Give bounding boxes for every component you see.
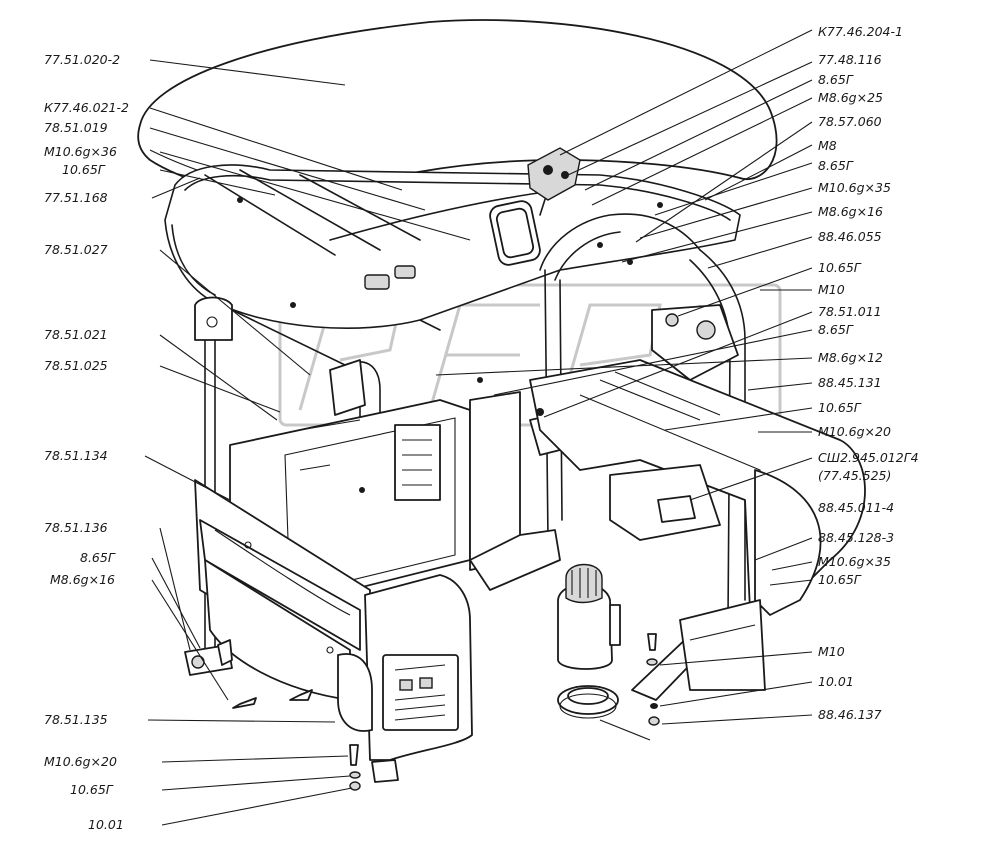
label-10-65g-c: 10.65Г: [818, 400, 862, 415]
label-77-45-525: (77.45.525): [818, 468, 891, 483]
right-side-wall: [529, 359, 866, 616]
leader-lines: [144, 29, 813, 826]
label-77-51-168: 77.51.168: [44, 190, 108, 205]
label-77-48-116: 77.48.116: [818, 52, 882, 67]
label-m10-6g-20-a: М10.6g×20: [818, 424, 891, 439]
label-78-51-021: 78.51.021: [44, 327, 108, 342]
label-10-65g-b: 10.65Г: [818, 260, 862, 275]
label-m10-b: М10: [818, 644, 845, 659]
flask-holder-ring: [557, 685, 619, 719]
label-78-51-027: 78.51.027: [44, 242, 108, 257]
label-88-46-137: 88.46.137: [818, 707, 882, 722]
label-m8-6g-16-b: М8.6g×16: [50, 572, 115, 587]
front-lower-panel: [337, 574, 473, 783]
label-m8-6g-25: М8.6g×25: [818, 90, 883, 105]
thermos-flask: [557, 563, 621, 670]
label-k77-46-204-1: К77.46.204-1: [818, 24, 903, 39]
label-78-51-135: 78.51.135: [44, 712, 108, 727]
rear-view-mirror: [489, 147, 581, 266]
label-78-57-060: 78.57.060: [818, 114, 882, 129]
label-78-51-134: 78.51.134: [44, 448, 108, 463]
label-m8-6g-12: М8.6g×12: [818, 350, 883, 365]
label-10-65g-e: 10.65Г: [70, 782, 114, 797]
cab-front-frame: [194, 213, 746, 671]
label-m10-6g-20-b: М10.6g×20: [44, 754, 117, 769]
left-door-panels: [194, 479, 371, 701]
left-foot-bracket: [184, 639, 233, 676]
label-k77-46-021-2: К77.46.021-2: [44, 100, 129, 115]
label-78-51-019: 78.51.019: [44, 120, 108, 135]
right-support-bracket: [631, 599, 766, 701]
label-m8-a: М8: [818, 138, 837, 153]
label-10-65g-a: 10.65Г: [62, 162, 106, 177]
part-labels: К77.46.204-1 77.51.020-2 77.48.116 8.65Г…: [44, 24, 919, 832]
label-10-65g-d: 10.65Г: [818, 572, 862, 587]
label-8-65g-c: 8.65Г: [818, 322, 854, 337]
label-8-65g-b: 8.65Г: [818, 158, 854, 173]
label-sh2-945-012g4: СШ2.945.012Г4: [818, 450, 919, 465]
label-78-51-025: 78.51.025: [44, 358, 108, 373]
label-88-45-011-4: 88.45.011-4: [818, 500, 894, 515]
label-8-65g-a: 8.65Г: [818, 72, 854, 87]
label-78-51-011: 78.51.011: [818, 304, 882, 319]
label-m10-a: М10: [818, 282, 845, 297]
label-m10-6g-35-a: М10.6g×35: [818, 180, 891, 195]
label-m10-6g-35-b: М10.6g×35: [818, 554, 891, 569]
label-10-01-a: 10.01: [818, 674, 854, 689]
label-8-65g-d: 8.65Г: [80, 550, 116, 565]
label-m10-6g-36: М10.6g×36: [44, 144, 117, 159]
label-88-45-128-3: 88.45.128-3: [818, 530, 894, 545]
label-77-51-020-2: 77.51.020-2: [44, 52, 120, 67]
label-10-01-b: 10.01: [88, 817, 124, 832]
label-88-46-055: 88.46.055: [818, 229, 882, 244]
fasteners: [232, 242, 660, 791]
label-m8-6g-16-a: М8.6g×16: [818, 204, 883, 219]
label-88-45-131: 88.45.131: [818, 375, 882, 390]
label-78-51-136: 78.51.136: [44, 520, 108, 535]
roof-frame: [164, 164, 741, 331]
